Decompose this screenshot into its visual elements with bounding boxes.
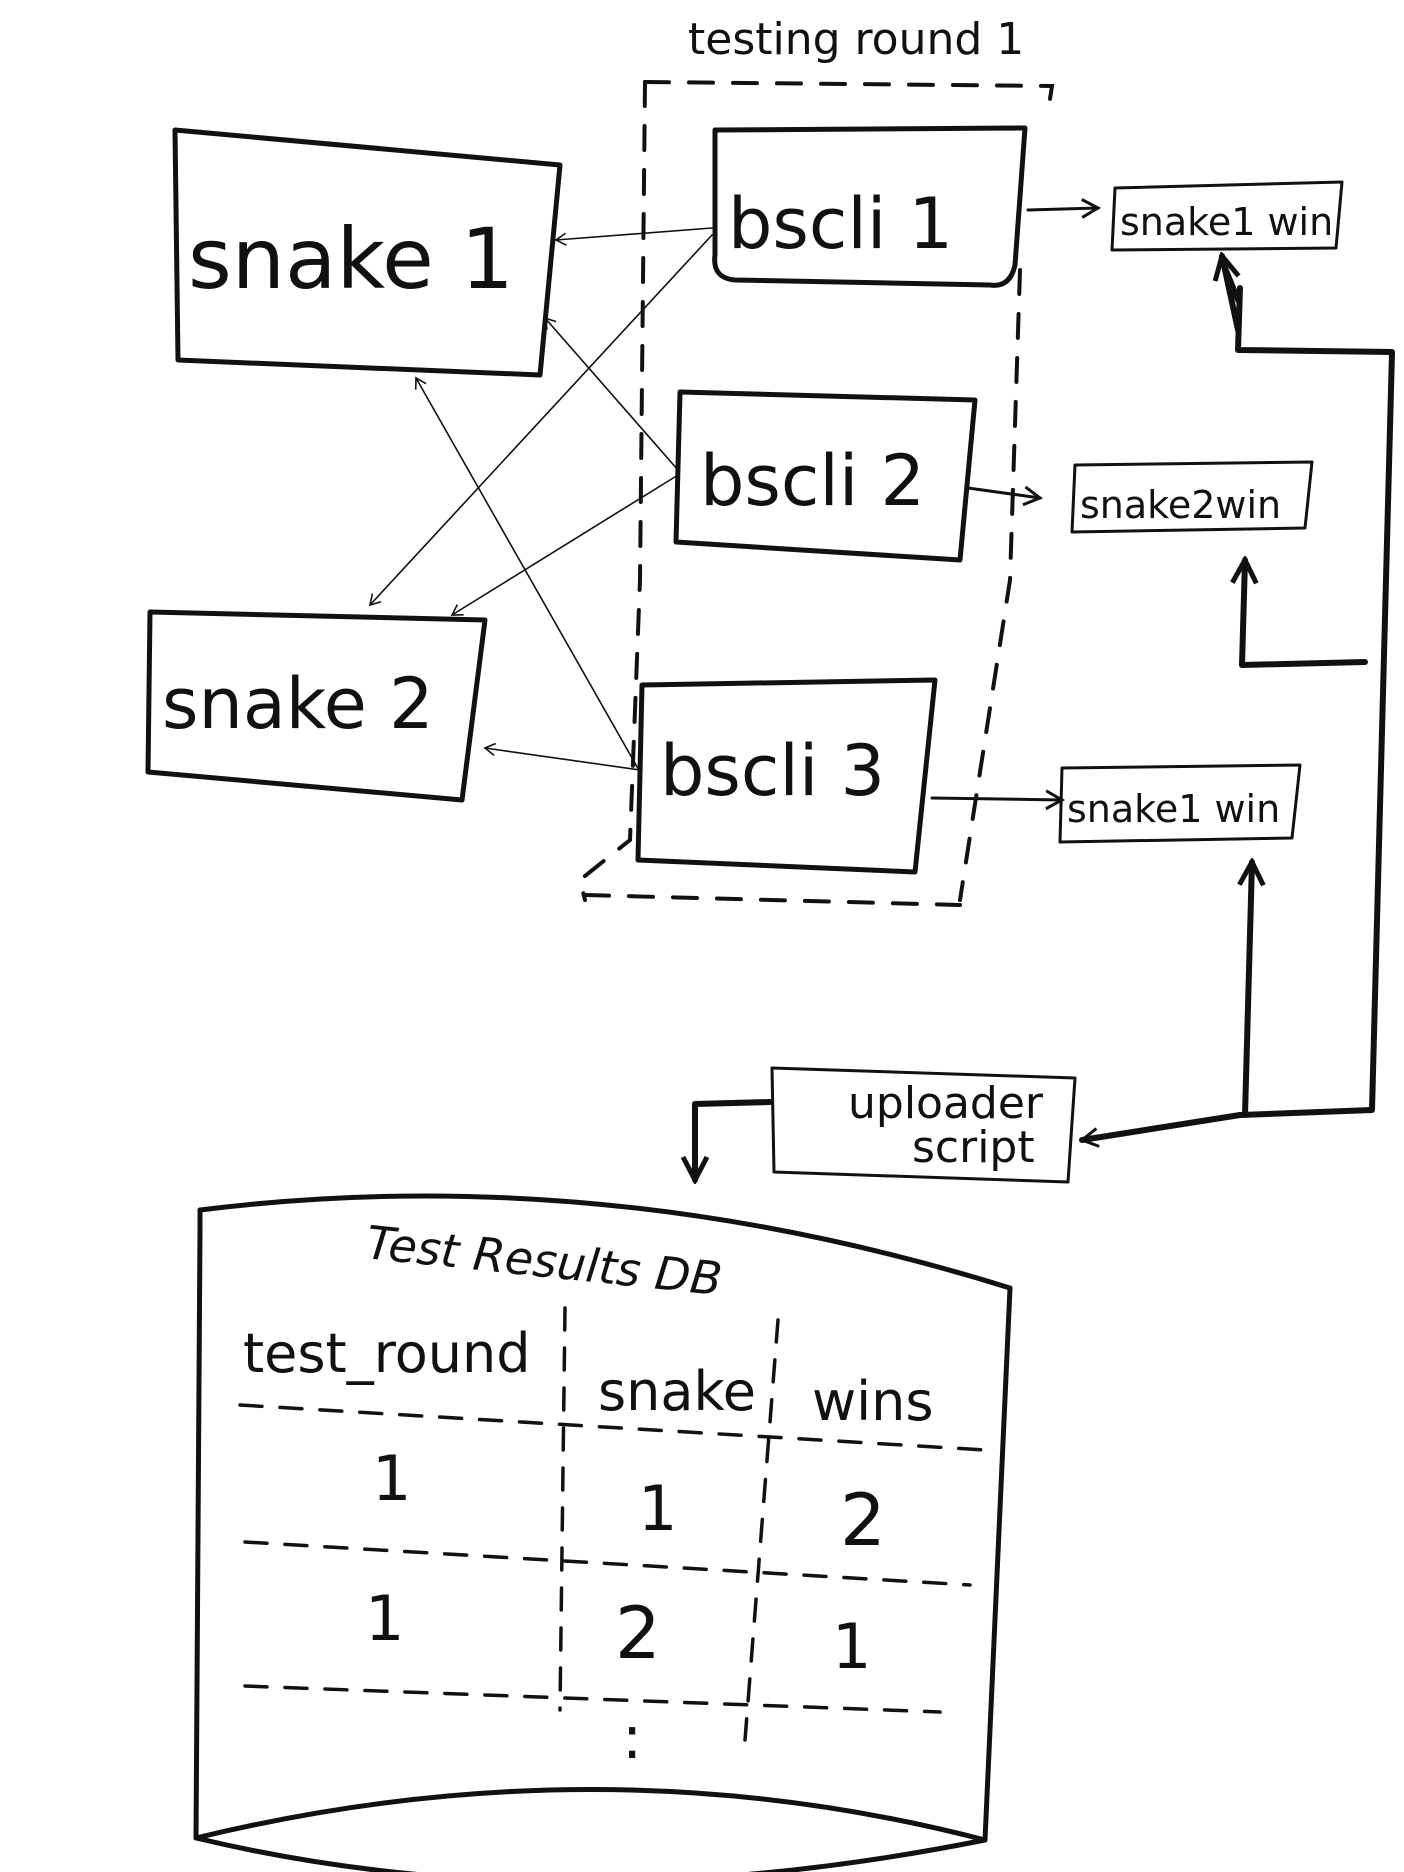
testing-round-group: testing round 1 — [577, 14, 1055, 907]
bscli-1-node: bscli 1 — [712, 125, 1028, 288]
db-row-2-snake: 2 — [615, 1591, 661, 1675]
db-top-rim — [197, 1193, 1013, 1291]
db-title: Test Results DB — [364, 1215, 725, 1306]
edge-uploader-db — [695, 1099, 773, 1180]
result-3-label: snake1 win — [1067, 787, 1280, 831]
db-header-divider — [238, 1403, 987, 1452]
edge-bscli2-result2 — [966, 485, 1044, 507]
bscli-3-label: bscli 3 — [660, 730, 885, 812]
result-1-node: snake1 win — [1110, 180, 1344, 252]
db-row-2-test-round: 1 — [365, 1582, 404, 1655]
db-column-divider-1 — [558, 1306, 567, 1712]
db-row-1-wins: 2 — [840, 1478, 886, 1562]
snake-1-node: snake 1 — [172, 127, 563, 378]
db-row-1-test-round: 1 — [372, 1442, 411, 1515]
db-bottom-rim — [193, 1787, 988, 1872]
edge-bscli3-snake1 — [414, 376, 641, 773]
bscli-2-label: bscli 2 — [700, 440, 925, 522]
testing-round-label: testing round 1 — [688, 14, 1024, 65]
uploader-line-2: script — [912, 1122, 1035, 1173]
edge-uploader-result2 — [1242, 560, 1368, 668]
bscli-3-node: bscli 3 — [635, 677, 938, 875]
db-row-divider-1 — [243, 1540, 972, 1587]
result-2-label: snake2win — [1080, 483, 1281, 527]
snake-2-label: snake 2 — [162, 663, 434, 745]
snake-1-label: snake 1 — [188, 210, 514, 308]
edge-result1-uploader — [1078, 285, 1395, 1148]
snake-2-node: snake 2 — [145, 609, 488, 803]
db-col-test-round: test_round — [243, 1322, 530, 1385]
db-left-wall — [193, 1207, 203, 1841]
results-database: Test Results DB test_round snake wins 1 … — [193, 1193, 1013, 1872]
db-right-wall — [982, 1285, 1013, 1843]
edge-bscli2-snake1 — [543, 316, 679, 471]
edge-bscli3-snake2 — [483, 742, 641, 771]
result-3-node: snake1 win — [1058, 763, 1302, 844]
uploader-script-node: uploader script — [770, 1066, 1077, 1184]
db-row-divider-2 — [243, 1684, 942, 1714]
db-col-snake: snake — [598, 1360, 756, 1423]
edge-bscli1-snake1 — [554, 227, 713, 246]
db-row-2-wins: 1 — [832, 1610, 871, 1683]
result-2-node: snake2win — [1070, 460, 1314, 534]
db-continuation: : — [622, 1703, 642, 1773]
bscli-2-node: bscli 2 — [673, 389, 978, 563]
edge-bscli3-result3 — [930, 789, 1066, 811]
db-column-divider-2 — [743, 1318, 780, 1742]
result-1-label: snake1 win — [1120, 200, 1333, 244]
db-row-1-snake: 1 — [638, 1472, 677, 1545]
edge-bscli1-result1 — [1026, 198, 1102, 219]
edge-bscli2-snake2 — [450, 474, 679, 616]
uploader-line-1: uploader — [848, 1078, 1044, 1129]
db-col-wins: wins — [812, 1370, 934, 1433]
client-snake-connections — [368, 227, 713, 773]
edge-bscli1-snake2 — [368, 234, 713, 607]
bscli-1-label: bscli 1 — [728, 183, 953, 265]
edge-uploader-result3 — [1245, 862, 1252, 1118]
edge-uploader-result1 — [1222, 256, 1241, 333]
client-result-connections — [930, 198, 1102, 811]
uploader-connections — [695, 256, 1395, 1180]
